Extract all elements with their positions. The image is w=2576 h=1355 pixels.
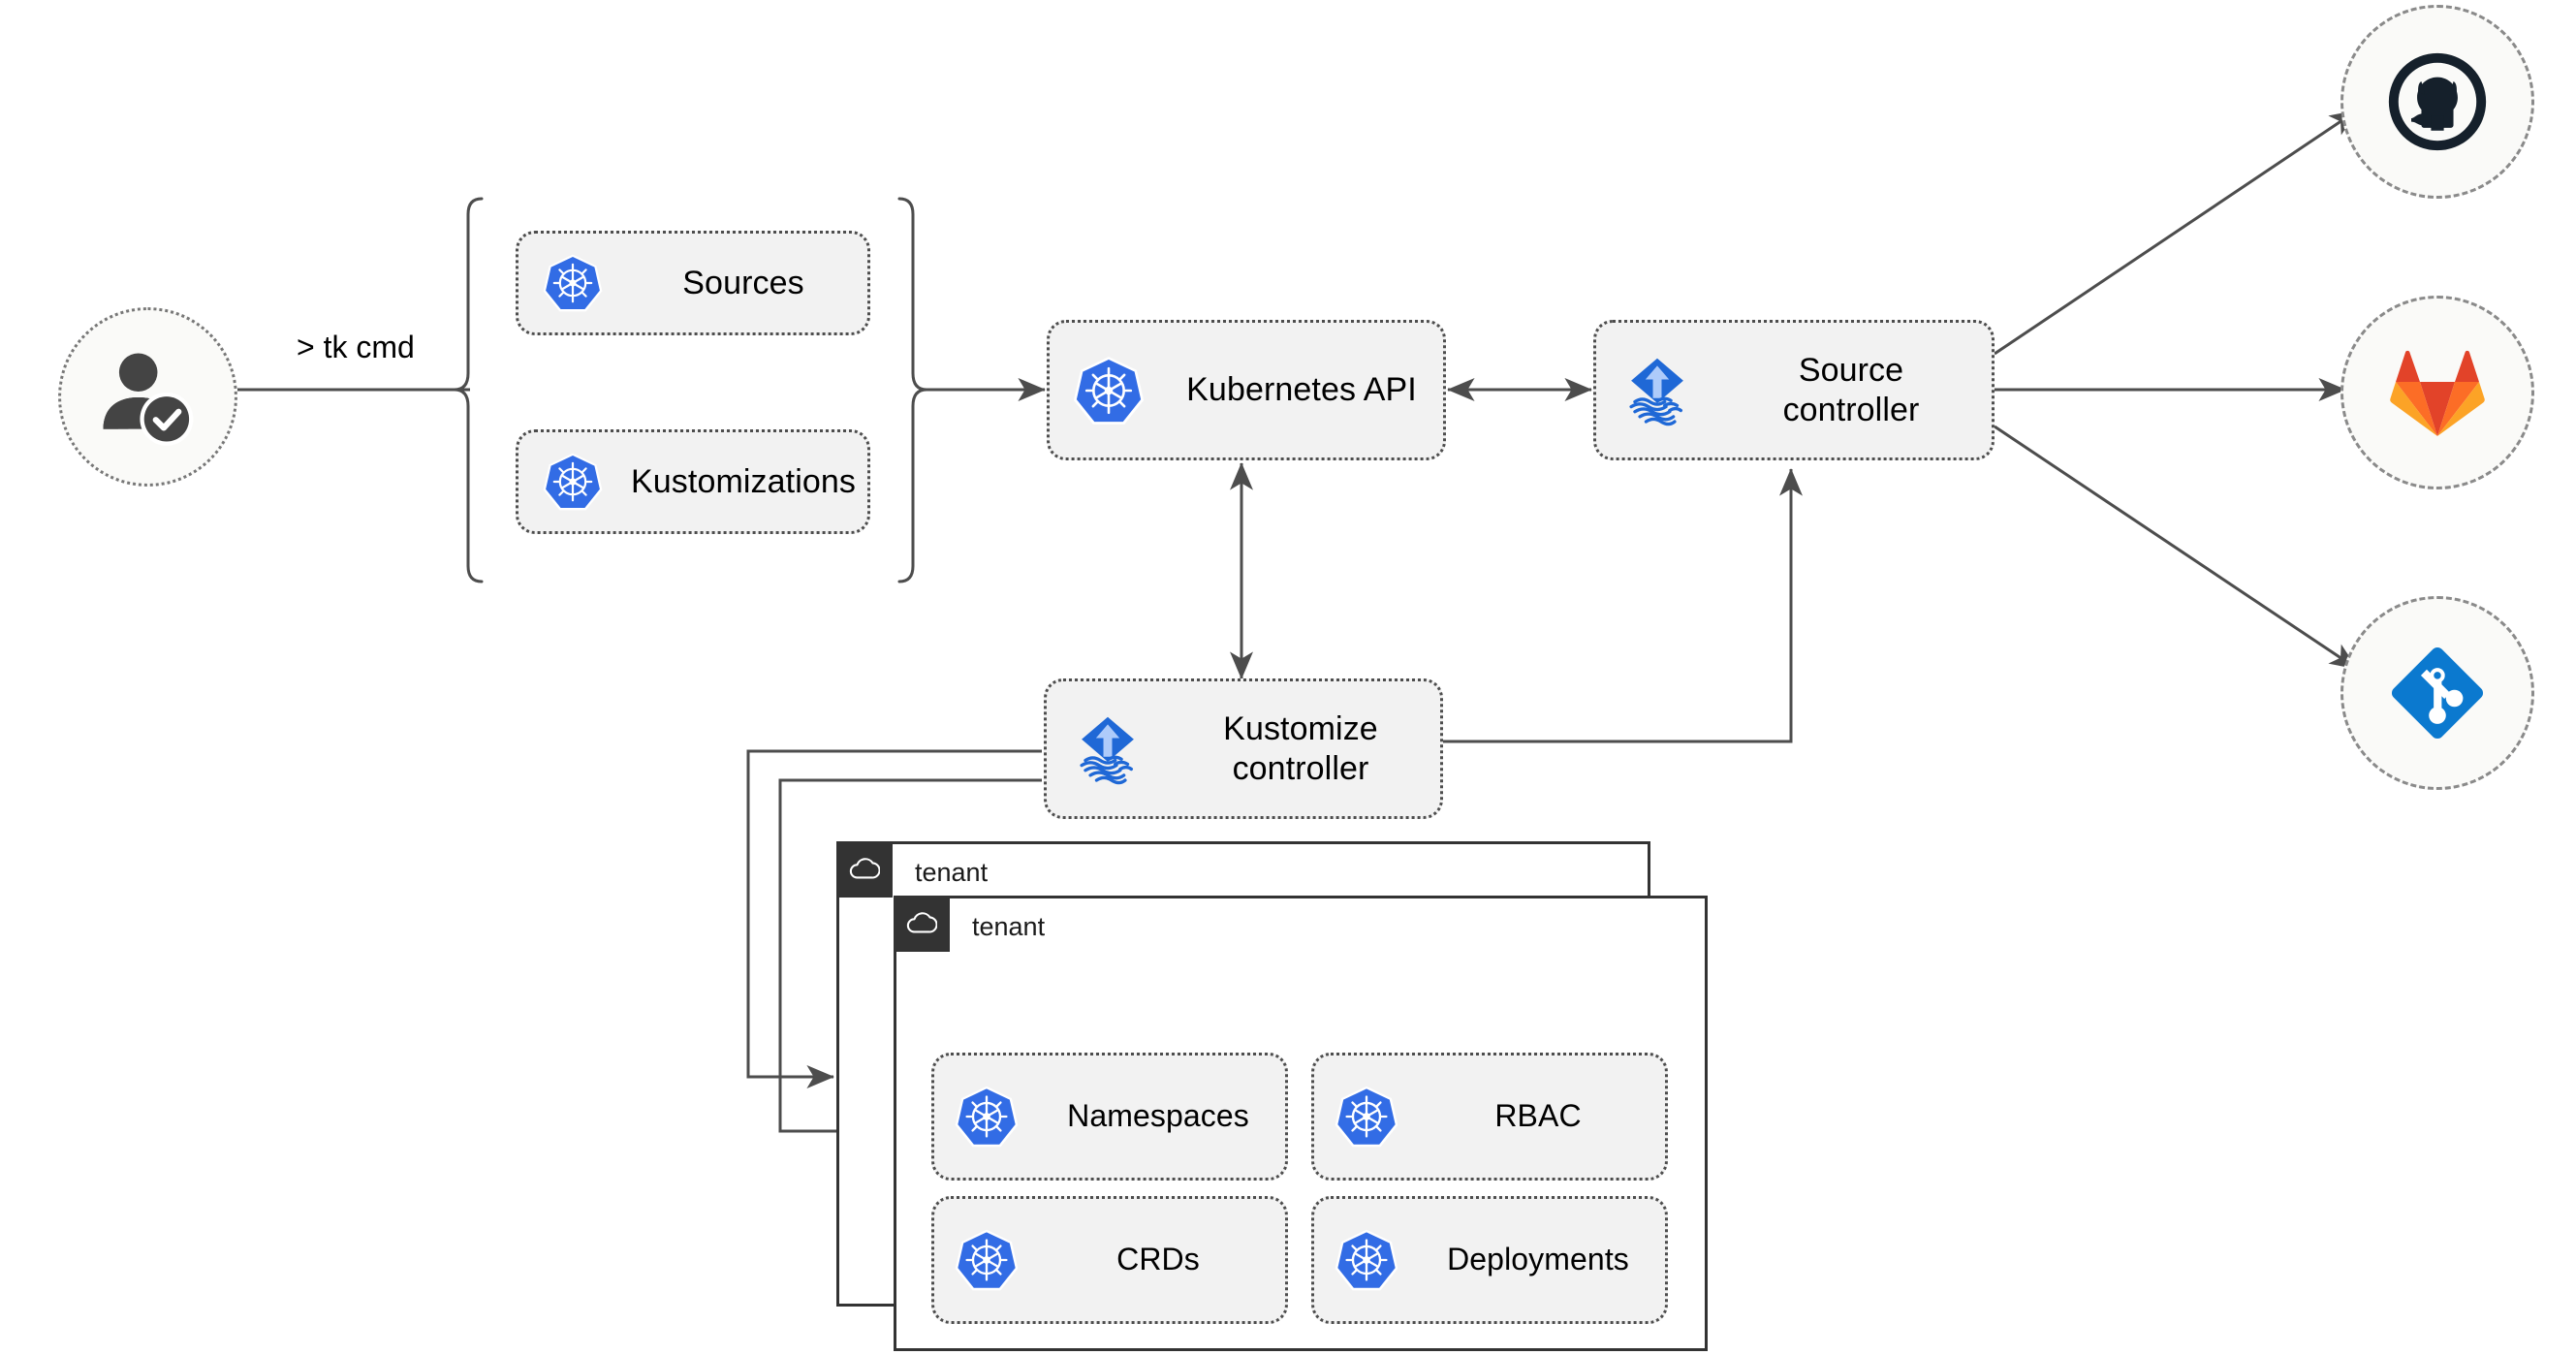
resource-box-crds[interactable]: CRDs [931,1196,1288,1324]
flux-icon [1047,709,1169,789]
tenant-label: tenant [915,858,989,887]
user-verified-icon [103,352,193,446]
node-label-line2: controller [1232,749,1369,787]
kubernetes-icon [1050,354,1168,427]
tenant-tab [836,841,893,898]
github-icon [2388,52,2487,151]
git-icon [2391,646,2484,740]
node-source-controller[interactable]: Source controller [1593,320,1995,460]
gitlab-icon [2390,350,2485,436]
kubernetes-icon [1314,1084,1419,1150]
cli-command-label: > tk cmd [291,330,421,365]
resource-label: Deployments [1447,1242,1629,1277]
node-label-line1: Kustomize [1223,710,1378,748]
flux-icon [1596,351,1718,430]
resource-box-rbac[interactable]: RBAC [1311,1053,1668,1181]
kubernetes-icon [934,1084,1039,1150]
node-label: Kubernetes API [1186,371,1417,409]
actor-node [58,307,237,487]
provider-gitlab[interactable] [2340,296,2534,489]
node-label-line2: controller [1782,391,1920,428]
node-label: Source controller [1718,351,1992,428]
tenant-panel-front[interactable]: tenant [894,896,1708,1351]
node-kustomize-controller[interactable]: Kustomize controller [1044,678,1443,819]
node-label: Kustomize controller [1169,709,1440,787]
cloud-icon [849,858,880,879]
tenant-tab [894,896,950,952]
resource-label: CRDs [1116,1242,1200,1277]
kubernetes-icon [518,252,627,314]
resource-label: Namespaces [1067,1098,1249,1134]
crd-box-kustomizations[interactable]: Kustomizations [516,429,870,534]
resource-label: RBAC [1494,1098,1582,1134]
resource-box-namespaces[interactable]: Namespaces [931,1053,1288,1181]
kubernetes-icon [1314,1227,1419,1293]
cloud-icon [906,912,937,933]
kubernetes-icon [518,451,627,513]
crd-label: Kustomizations [631,462,856,500]
kubernetes-icon [934,1227,1039,1293]
node-kubernetes-api[interactable]: Kubernetes API [1047,320,1446,460]
provider-github[interactable] [2340,5,2534,199]
node-label-line1: Source [1798,352,1904,390]
resource-box-deployments[interactable]: Deployments [1311,1196,1668,1324]
provider-git[interactable] [2340,596,2534,790]
tenant-label: tenant [972,912,1046,941]
crd-box-sources[interactable]: Sources [516,231,870,335]
crd-label: Sources [682,264,804,301]
